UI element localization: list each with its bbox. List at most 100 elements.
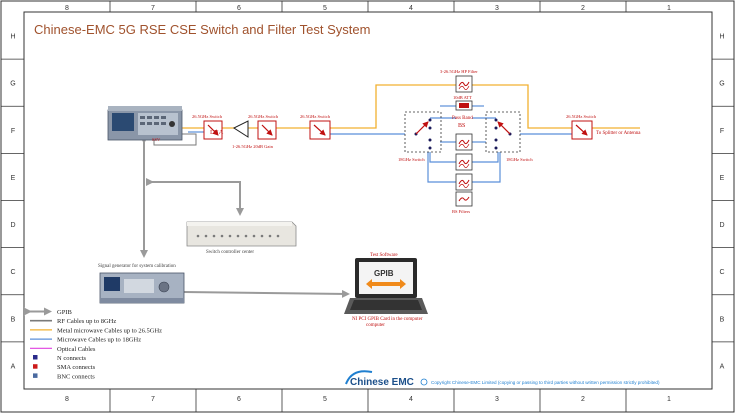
lna-amplifier: [232, 120, 249, 138]
switch-controller: [186, 221, 297, 247]
row-label-left: B: [11, 316, 16, 323]
footer: Chinese EMC Copyright Chinese-EMC Limite…: [345, 370, 660, 388]
bs-filter-1: [455, 133, 473, 151]
footer-logo: Chinese EMC: [350, 377, 414, 388]
legend-item-metal: Metal microwave Cables up to 26.5GHz: [30, 327, 162, 334]
switch-3-label: 26.5GHz Switch: [300, 114, 331, 119]
row-label-left: H: [10, 34, 15, 41]
rf-switch-1: [203, 120, 223, 140]
column-label-bottom: 5: [323, 396, 327, 403]
gpib-card-label: NI PCI GPIB Card in the computer: [352, 317, 423, 322]
metal-cable-lines: [182, 84, 640, 129]
microwave-cable-lines: [188, 105, 572, 183]
signal-generator: [99, 272, 185, 304]
page-title: Chinese-EMC 5G RSE CSE Switch and Filter…: [34, 22, 370, 37]
passband-label: Pass Band: [452, 116, 473, 121]
legend-label: BNC connects: [57, 373, 95, 380]
column-label-bottom: 2: [581, 396, 585, 403]
switch-1-label: 26.5GHz Switch: [192, 114, 223, 119]
column-label-top: 3: [495, 5, 499, 12]
switch-2-label: 26.5GHz Switch: [248, 114, 279, 119]
hp-filter-label: 3-26.5GHz HP Filter: [440, 69, 478, 74]
legend-label: N connects: [57, 355, 87, 362]
column-label-bottom: 7: [151, 396, 155, 403]
switch-controller-label: Switch controller center: [206, 250, 254, 255]
copyright-icon: [420, 378, 428, 386]
legend-item-bnc: BNC connects: [33, 373, 95, 380]
column-label-bottom: 1: [667, 396, 671, 403]
legend-item-sma: SMA connects: [33, 364, 96, 371]
row-label-right: C: [719, 269, 724, 276]
lna-label: LNA: [210, 129, 224, 136]
legend-item-micro: Microwave Cables up to 18GHz: [30, 337, 141, 344]
legend-swatch-bnc: [33, 373, 38, 378]
hp-filter: [455, 75, 473, 93]
gpib-double-arrow-icon: [366, 279, 406, 289]
bs-label: BS: [458, 123, 465, 129]
row-label-right: A: [720, 363, 725, 370]
row-label-right: B: [720, 316, 725, 323]
rf-switch-4: [571, 120, 593, 140]
gpib-lines: [140, 136, 350, 298]
legend-label: RF Cables up to 8GHz: [57, 318, 116, 325]
legend-item-optical: Optical Cables: [30, 346, 96, 353]
row-label-right: D: [719, 222, 724, 229]
row-label-left: E: [11, 175, 16, 182]
switch-18ghz-right: [485, 111, 521, 153]
legend-label: GPIB: [57, 309, 72, 316]
row-label-left: F: [11, 128, 15, 135]
bs-filter-4: [455, 191, 473, 207]
row-label-right: H: [719, 34, 724, 41]
copyright-text: Copyright Chinese-EMC Limited (copying o…: [431, 380, 660, 385]
row-label-right: F: [720, 128, 724, 135]
row-label-left: C: [10, 269, 15, 276]
spectrum-analyzer: [107, 106, 183, 141]
attenuator: [455, 100, 473, 111]
column-label-top: 4: [409, 5, 413, 12]
column-label-bottom: 3: [495, 396, 499, 403]
bs-filter-2: [455, 153, 473, 171]
column-label-top: 2: [581, 5, 585, 12]
rf-switch-2: [257, 120, 277, 140]
gpib-card-label-cont: computer: [366, 323, 385, 328]
bs-filters-label: BS Filters: [452, 209, 470, 214]
legend-label: SMA connects: [57, 364, 96, 371]
gain-label: 1-26.5GHz 20dB Gain: [232, 144, 274, 149]
column-label-top: 8: [65, 5, 69, 12]
column-label-top: 7: [151, 5, 155, 12]
row-label-left: D: [10, 222, 15, 229]
control-laptop: [344, 258, 428, 314]
column-label-bottom: 8: [65, 396, 69, 403]
switch-18ghz-left: [404, 111, 442, 153]
row-label-left: A: [11, 363, 16, 370]
column-label-top: 1: [667, 5, 671, 12]
row-label-left: G: [10, 81, 15, 88]
legend-swatch-n: [33, 355, 38, 360]
switch-18ghz-right-label: 18GHz Switch: [506, 157, 533, 162]
laptop-gpib-text: GPIB: [374, 269, 394, 278]
logo-swoosh-icon: [345, 370, 373, 385]
switch-4-label: 26.5GHz Switch: [566, 114, 597, 119]
legend-item-gpib: GPIB: [24, 307, 72, 316]
column-label-top: 5: [323, 5, 327, 12]
legend-item-rf: RF Cables up to 8GHz: [30, 318, 116, 325]
ssv-label: SSV: [152, 137, 161, 142]
legend-label: Microwave Cables up to 18GHz: [57, 337, 141, 344]
rf-switch-3: [309, 120, 331, 140]
switch-18ghz-left-label: 18GHz Switch: [398, 157, 425, 162]
row-label-right: G: [719, 81, 724, 88]
column-label-top: 6: [237, 5, 241, 12]
destination-label: To Splitter or Antenna: [596, 131, 641, 136]
legend-label: Optical Cables: [57, 346, 96, 353]
column-label-bottom: 6: [237, 396, 241, 403]
bs-filter-3: [455, 173, 473, 191]
signal-generator-label: Signal generator for system calibration: [98, 264, 176, 269]
test-software-label: Test Software: [370, 253, 398, 258]
column-label-bottom: 4: [409, 396, 413, 403]
legend-label: Metal microwave Cables up to 26.5GHz: [57, 327, 162, 334]
